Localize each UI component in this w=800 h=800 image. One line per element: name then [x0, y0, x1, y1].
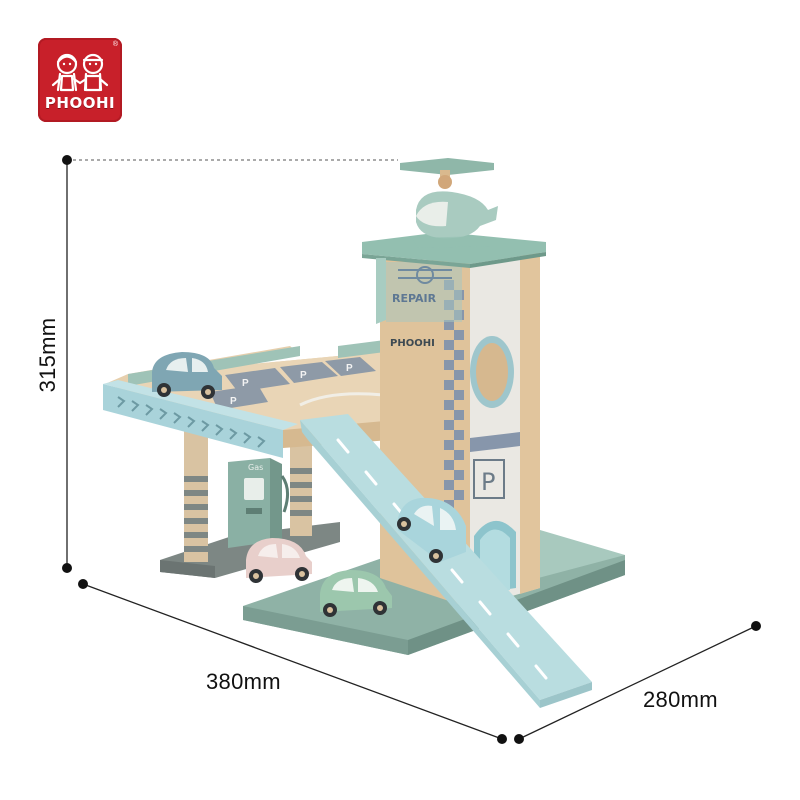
striped-pillar-left: [184, 430, 208, 562]
pink-car: [246, 538, 312, 583]
brand-logo: ® PHOOHI: [38, 38, 122, 122]
green-car: [320, 570, 392, 617]
tower-brand-text: PHOOHI: [390, 338, 435, 349]
width-dimension-line: [78, 579, 507, 744]
depth-dimension-label: 280mm: [643, 687, 718, 712]
logo-text: PHOOHI: [44, 94, 116, 112]
svg-text:P: P: [230, 396, 237, 407]
svg-text:P: P: [346, 363, 353, 374]
registered-mark: ®: [112, 41, 118, 48]
width-dimension-label: 380mm: [206, 669, 281, 694]
pump-label: Gas: [248, 463, 263, 472]
blue-car-top: [152, 352, 222, 399]
depth-dimension-line: [514, 621, 761, 744]
svg-text:P: P: [242, 378, 249, 389]
striped-pillar-right: [290, 440, 312, 536]
height-dimension-line: [62, 155, 398, 573]
gas-pump: Gas: [228, 458, 289, 548]
svg-text:P: P: [300, 370, 307, 381]
height-dimension-label: 315mm: [35, 317, 60, 393]
kids-icon: [51, 53, 109, 92]
teal-car-ramp: [397, 497, 466, 563]
parking-symbol: P: [481, 468, 495, 496]
tower-sign-text: REPAIR: [392, 292, 437, 305]
helicopter-toy: [400, 158, 498, 248]
